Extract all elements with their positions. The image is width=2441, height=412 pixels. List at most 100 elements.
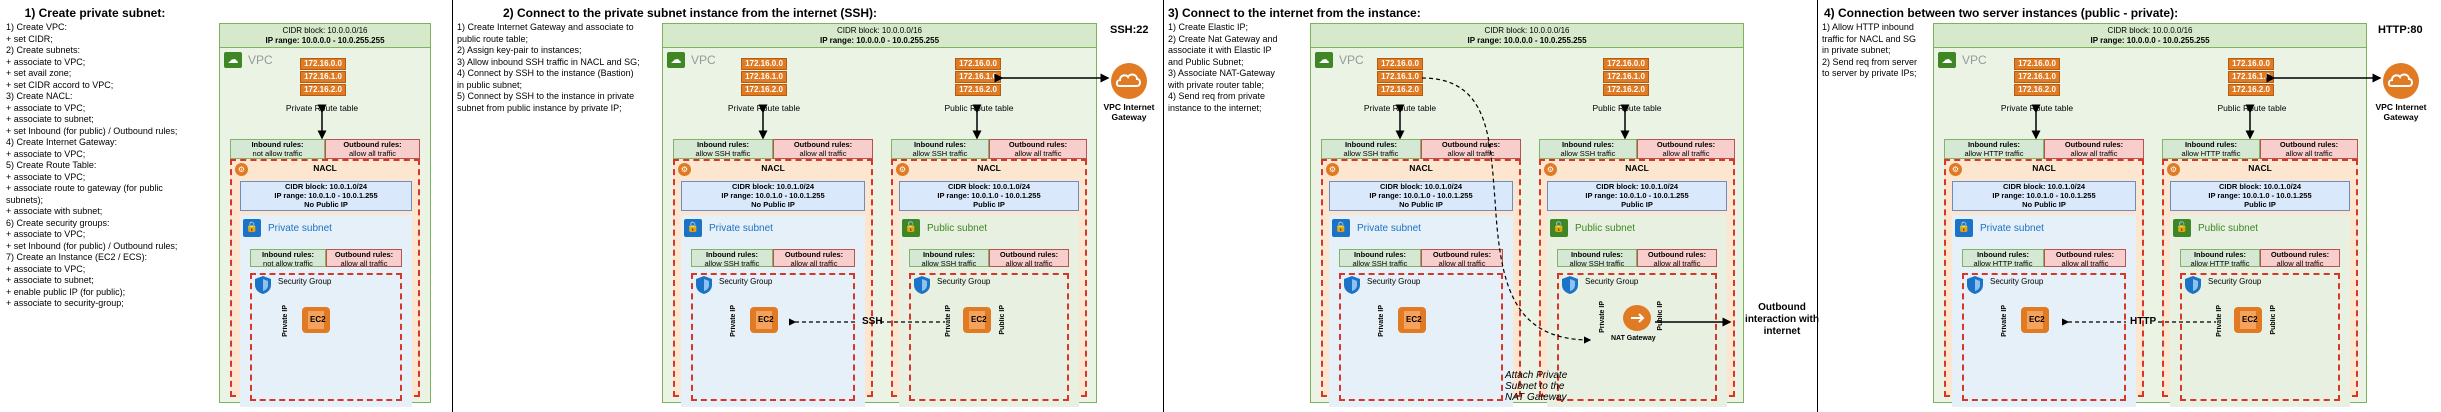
private-subnet-label: Private subnet bbox=[268, 223, 332, 234]
public-route-label: Public Route table bbox=[2217, 103, 2287, 113]
cloud-icon: ☁ bbox=[1315, 52, 1333, 68]
nacl-label: NACL bbox=[1625, 163, 1649, 173]
section-divider bbox=[1163, 0, 1164, 412]
section-2-steps: 1) Create Internet Gateway and associate… bbox=[457, 22, 640, 113]
vpc-cidr: CIDR block: 10.0.0.0/16 bbox=[2107, 26, 2193, 35]
section-4-title: 4) Connection between two server instanc… bbox=[1824, 6, 2179, 20]
private-route-table: 172.16.0.0 172.16.1.0 172.16.2.0 bbox=[1377, 58, 1423, 97]
private-ip-label: Private IP bbox=[2001, 305, 2008, 337]
nacl-label: NACL bbox=[2032, 163, 2056, 173]
private-subnet-label: Private subnet bbox=[1357, 223, 1421, 234]
nacl-inbound-rules: Inbound rules:allow SSH traffic bbox=[891, 139, 989, 159]
nacl-group: Inbound rules:allow SSH traffic Outbound… bbox=[1539, 139, 1735, 407]
public-subnet-body: 🔓 Public subnet Inbound rules:allow SSH … bbox=[1547, 215, 1727, 407]
shield-icon bbox=[914, 276, 930, 294]
public-ip-label: Public IP bbox=[999, 305, 1006, 335]
vpc-range: IP range: 10.0.0.0 - 10.0.255.255 bbox=[2090, 36, 2210, 45]
route-entry: 172.16.0.0 bbox=[300, 58, 346, 70]
vpc-cidr: CIDR block: 10.0.0.0/16 bbox=[1484, 26, 1570, 35]
nacl-rules: Inbound rules:allow HTTP traffic Outboun… bbox=[2162, 139, 2358, 159]
section-divider bbox=[452, 0, 453, 412]
public-subnet-label: Public subnet bbox=[1575, 223, 1636, 234]
nacl-outbound-rules: Outbound rules:allow all traffic bbox=[2044, 139, 2144, 159]
nat-note: Attach Private Subnet to the NAT Gateway bbox=[1505, 370, 1568, 403]
public-route-label: Public Route table bbox=[1592, 103, 1662, 113]
nacl-rules: Inbound rules:allow SSH traffic Outbound… bbox=[1321, 139, 1521, 159]
shield-icon bbox=[1344, 276, 1360, 294]
nacl-rules: Inbound rules:not allow traffic Outbound… bbox=[230, 139, 420, 159]
ec2-icon bbox=[963, 307, 991, 333]
nacl-outbound-rules: Outbound rules:allow all traffic bbox=[325, 139, 420, 159]
sg-outbound-rules: Outbound rules:allow all traffic bbox=[1421, 249, 1503, 268]
vpc-cidr-header: CIDR block: 10.0.0.0/16 IP range: 10.0.0… bbox=[1934, 24, 2366, 48]
nacl-outbound-rules: Outbound rules:allow all traffic bbox=[773, 139, 873, 159]
route-entry: 172.16.2.0 bbox=[955, 84, 1001, 96]
ec2-icon bbox=[2234, 307, 2262, 333]
private-subnet-body: 🔒 Private subnet Inbound rules:allow HTT… bbox=[1952, 215, 2136, 407]
route-entry: 172.16.2.0 bbox=[2228, 84, 2274, 96]
vpc-cidr: CIDR block: 10.0.0.0/16 bbox=[282, 26, 368, 35]
nacl-group: Inbound rules:allow SSH traffic Outbound… bbox=[891, 139, 1087, 407]
internet-gateway-label: VPC Internet Gateway bbox=[1103, 102, 1155, 122]
route-entry: 172.16.0.0 bbox=[2228, 58, 2274, 70]
route-entry: 172.16.0.0 bbox=[955, 58, 1001, 70]
nacl-inbound-rules: Inbound rules:allow SSH traffic bbox=[673, 139, 773, 159]
nacl-icon: ⚙ bbox=[2167, 163, 2180, 176]
lock-icon: 🔒 bbox=[243, 219, 261, 237]
security-group: Security Group EC2 Private IP Public IP bbox=[2180, 273, 2340, 401]
nacl-group: Inbound rules:allow SSH traffic Outbound… bbox=[1321, 139, 1521, 407]
nacl-icon: ⚙ bbox=[235, 163, 248, 176]
route-entry: 172.16.0.0 bbox=[2014, 58, 2060, 70]
lock-icon: 🔒 bbox=[1955, 219, 1973, 237]
private-route-label: Private Route table bbox=[727, 103, 801, 113]
nacl-group: Inbound rules:allow HTTP traffic Outboun… bbox=[2162, 139, 2358, 407]
shield-icon bbox=[1562, 276, 1578, 294]
internet-gateway-label: VPC Internet Gateway bbox=[2375, 102, 2427, 122]
public-route-label: Public Route table bbox=[944, 103, 1014, 113]
private-subnet-label: Private subnet bbox=[1980, 223, 2044, 234]
public-ip-label: Public IP bbox=[2270, 305, 2277, 335]
security-group: Security Group EC2 Private IP Public IP bbox=[909, 273, 1069, 401]
sg-outbound-rules: Outbound rules:allow all traffic bbox=[2260, 249, 2340, 268]
nacl-icon: ⚙ bbox=[678, 163, 691, 176]
ec2-label: EC2 bbox=[310, 315, 326, 324]
ec2-icon bbox=[2021, 307, 2049, 333]
cloud-icon: ☁ bbox=[667, 52, 685, 68]
sg-outbound-rules: Outbound rules:allow all traffic bbox=[773, 249, 855, 268]
ssh-link-label: SSH bbox=[862, 316, 883, 327]
nacl-inbound-rules: Inbound rules:allow SSH traffic bbox=[1539, 139, 1637, 159]
public-subnet-body: 🔓 Public subnet Inbound rules:allow SSH … bbox=[899, 215, 1079, 407]
nacl-icon: ⚙ bbox=[1949, 163, 1962, 176]
private-ip-label: Private IP bbox=[2216, 305, 2223, 337]
nacl-label: NACL bbox=[977, 163, 1001, 173]
sg-outbound-rules: Outbound rules:allow all traffic bbox=[989, 249, 1069, 268]
unlock-icon: 🔓 bbox=[902, 219, 920, 237]
nacl-icon: ⚙ bbox=[896, 163, 909, 176]
shield-icon bbox=[255, 276, 271, 294]
nacl-label: NACL bbox=[1409, 163, 1433, 173]
route-entry: 172.16.0.0 bbox=[1603, 58, 1649, 70]
nat-gateway-label: NAT Gateway bbox=[1611, 335, 1656, 342]
route-entry: 172.16.1.0 bbox=[2014, 71, 2060, 83]
security-group-label: Security Group bbox=[1585, 277, 1639, 286]
route-entry: 172.16.2.0 bbox=[2014, 84, 2060, 96]
private-ip-label: Private IP bbox=[1599, 301, 1606, 333]
security-group: Security Group EC2 Private IP bbox=[1339, 273, 1503, 401]
internet-gateway-icon bbox=[2383, 63, 2419, 99]
nacl-outbound-rules: Outbound rules:allow all traffic bbox=[1637, 139, 1735, 159]
security-group: Security Group EC2 Private IP bbox=[1962, 273, 2126, 401]
vpc-label: VPC bbox=[691, 53, 716, 67]
route-entry: 172.16.0.0 bbox=[741, 58, 787, 70]
sg-rules: Inbound rules:allow HTTP traffic Outboun… bbox=[2180, 249, 2340, 268]
shield-icon bbox=[2185, 276, 2201, 294]
private-route-label: Private Route table bbox=[2000, 103, 2074, 113]
lock-icon: 🔒 bbox=[684, 219, 702, 237]
shield-icon bbox=[696, 276, 712, 294]
private-ip-label: Private IP bbox=[945, 305, 952, 337]
